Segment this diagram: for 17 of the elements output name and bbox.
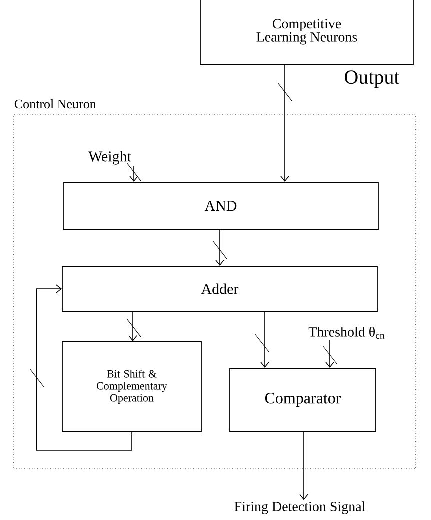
signal-label: Firing Detection Signal <box>234 502 366 514</box>
signal-label: Weight <box>88 151 132 165</box>
arrow <box>212 230 228 266</box>
block-box: AND <box>63 182 379 230</box>
signal-label: Threshold θ$_{cn}$ <box>308 326 385 340</box>
block-box: Competitive Learning Neurons <box>200 0 414 66</box>
block-box: Adder <box>62 266 378 312</box>
arrow <box>322 340 338 368</box>
arrow <box>278 65 292 182</box>
arrow <box>300 432 308 500</box>
arrow <box>254 312 270 368</box>
block-box: Bit Shift & Complementary Operation <box>62 342 202 432</box>
block-box: Comparator <box>230 368 376 432</box>
arrow <box>126 162 142 182</box>
arrow <box>30 284 132 451</box>
arrow <box>126 312 142 342</box>
edge-label: Output <box>345 70 400 88</box>
